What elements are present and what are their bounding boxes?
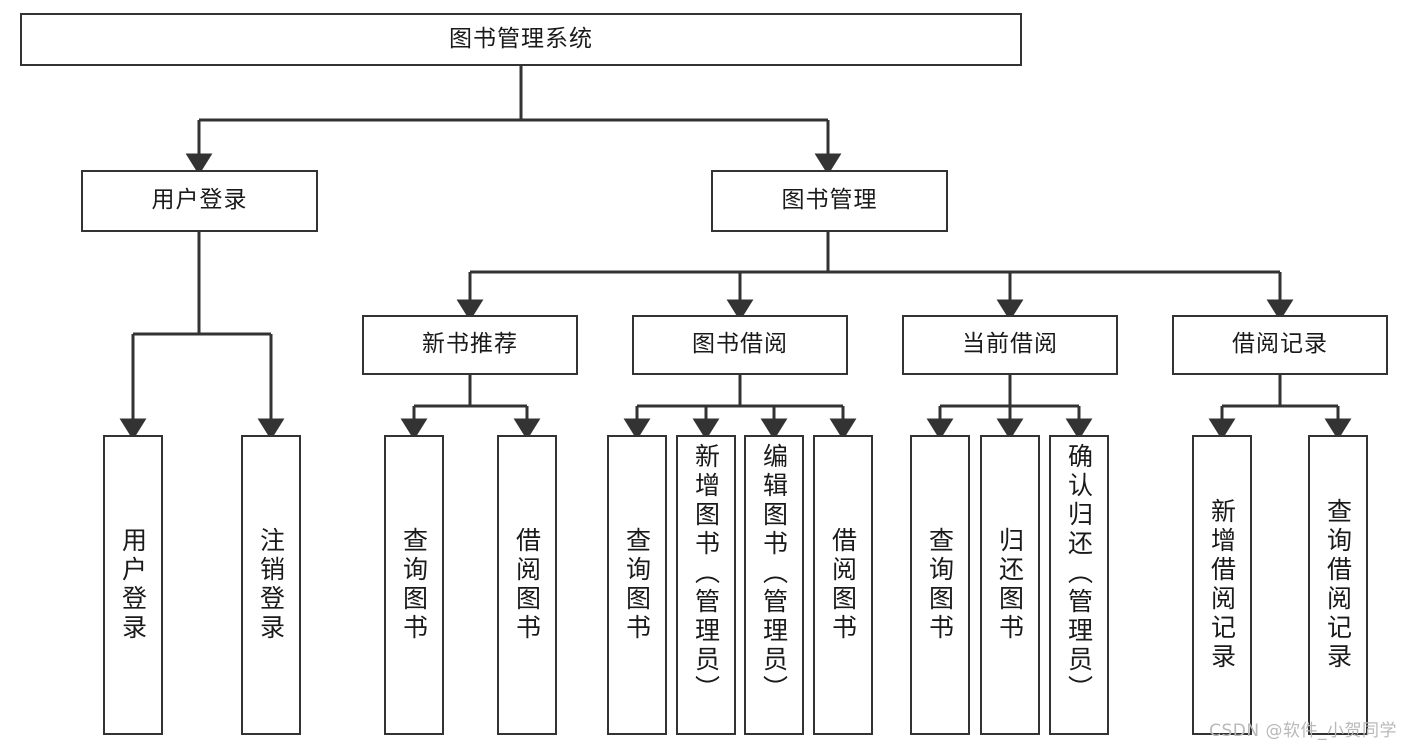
leaf-query-book-current[interactable]: 查询图书 — [910, 435, 970, 735]
node-book-borrowing[interactable]: 图书借阅 — [632, 315, 848, 375]
node-label: 新书推荐 — [422, 331, 518, 358]
node-label: 查询图书 — [622, 527, 652, 643]
node-label: 图书管理系统 — [449, 25, 593, 52]
leaf-add-book-admin[interactable]: 新增图书（管理员） — [676, 435, 736, 735]
leaf-query-book-recommendation[interactable]: 查询图书 — [384, 435, 444, 735]
leaf-edit-book-admin[interactable]: 编辑图书（管理员） — [744, 435, 804, 735]
node-label: 借阅图书 — [512, 527, 542, 643]
node-label: 编辑图书（管理员） — [759, 443, 789, 704]
node-label: 确认归还（管理员） — [1064, 443, 1094, 704]
leaf-user-login[interactable]: 用户登录 — [103, 435, 163, 735]
node-label: 当前借阅 — [962, 331, 1058, 358]
node-label: 用户登录 — [118, 527, 148, 643]
node-user-login[interactable]: 用户登录 — [81, 170, 318, 232]
node-label: 借阅图书 — [828, 527, 858, 643]
leaf-confirm-return-admin[interactable]: 确认归还（管理员） — [1049, 435, 1109, 735]
node-root-book-management-system[interactable]: 图书管理系统 — [20, 13, 1022, 66]
node-new-book-recommendation[interactable]: 新书推荐 — [362, 315, 578, 375]
node-label: 借阅记录 — [1232, 331, 1328, 358]
node-borrowing-record[interactable]: 借阅记录 — [1172, 315, 1388, 375]
leaf-query-book-borrowing[interactable]: 查询图书 — [607, 435, 667, 735]
leaf-borrow-book-recommendation[interactable]: 借阅图书 — [497, 435, 557, 735]
leaf-query-borrow-record[interactable]: 查询借阅记录 — [1308, 435, 1368, 735]
leaf-return-book[interactable]: 归还图书 — [980, 435, 1040, 735]
node-label: 图书借阅 — [692, 331, 788, 358]
leaf-add-borrow-record[interactable]: 新增借阅记录 — [1192, 435, 1252, 735]
node-label: 用户登录 — [151, 187, 248, 214]
node-book-management[interactable]: 图书管理 — [711, 170, 948, 232]
node-label: 查询图书 — [925, 527, 955, 643]
leaf-borrow-book-borrowing[interactable]: 借阅图书 — [813, 435, 873, 735]
node-current-borrowing[interactable]: 当前借阅 — [902, 315, 1118, 375]
csdn-watermark: CSDN @软件_小贺同学 — [1209, 721, 1397, 741]
node-label: 图书管理 — [781, 187, 878, 214]
node-label: 新增借阅记录 — [1207, 498, 1237, 672]
leaf-logout[interactable]: 注销登录 — [241, 435, 301, 735]
node-label: 查询借阅记录 — [1323, 498, 1353, 672]
node-label: 查询图书 — [399, 527, 429, 643]
node-label: 新增图书（管理员） — [691, 443, 721, 704]
node-label: 注销登录 — [256, 527, 286, 643]
node-label: 归还图书 — [995, 527, 1025, 643]
